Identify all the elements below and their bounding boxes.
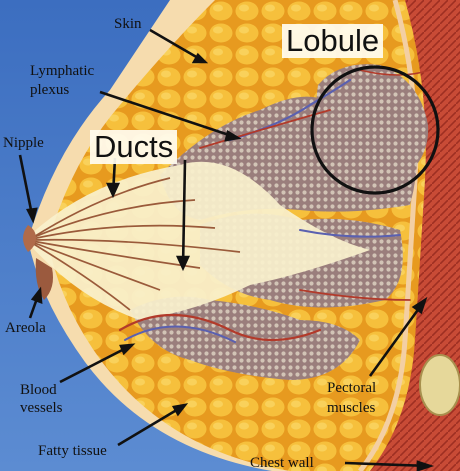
blood-vessels-label-line1: Blood: [20, 382, 57, 398]
chest-wall-label: Chest wall: [250, 455, 314, 471]
fatty-tissue-label: Fatty tissue: [38, 443, 107, 459]
skin-label: Skin: [114, 16, 142, 32]
blood-vessels-label-line2: vessels: [20, 400, 63, 416]
rib: [420, 355, 460, 415]
lymphatic-label-line2: plexus: [30, 82, 69, 98]
ducts-label: Ducts: [90, 130, 177, 164]
lymphatic-label-line1: Lymphatic: [30, 63, 94, 79]
pectoral-label-line1: Pectoral: [327, 380, 376, 396]
nipple-label: Nipple: [3, 135, 44, 151]
lobule-label: Lobule: [282, 24, 383, 58]
pectoral-label-line2: muscles: [327, 400, 375, 416]
areola-label: Areola: [5, 320, 46, 336]
